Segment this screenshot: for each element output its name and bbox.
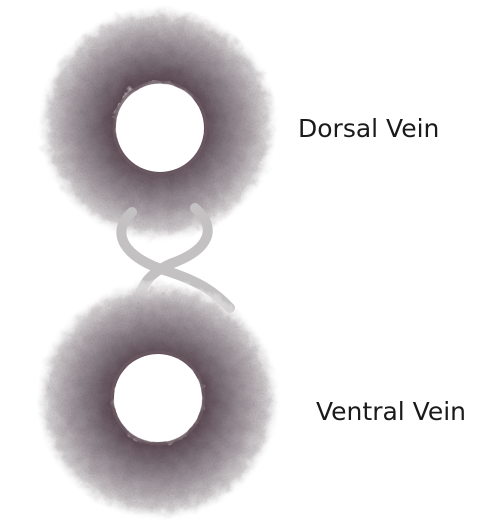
ventral-vein-lumen	[114, 354, 202, 442]
dorsal-vein	[38, 6, 278, 242]
ventral-vein	[36, 280, 280, 520]
dorsal-vein-lumen	[116, 84, 204, 172]
dorsal-vein-label: Dorsal Vein	[298, 116, 439, 141]
ventral-vein-label: Ventral Vein	[316, 399, 466, 424]
